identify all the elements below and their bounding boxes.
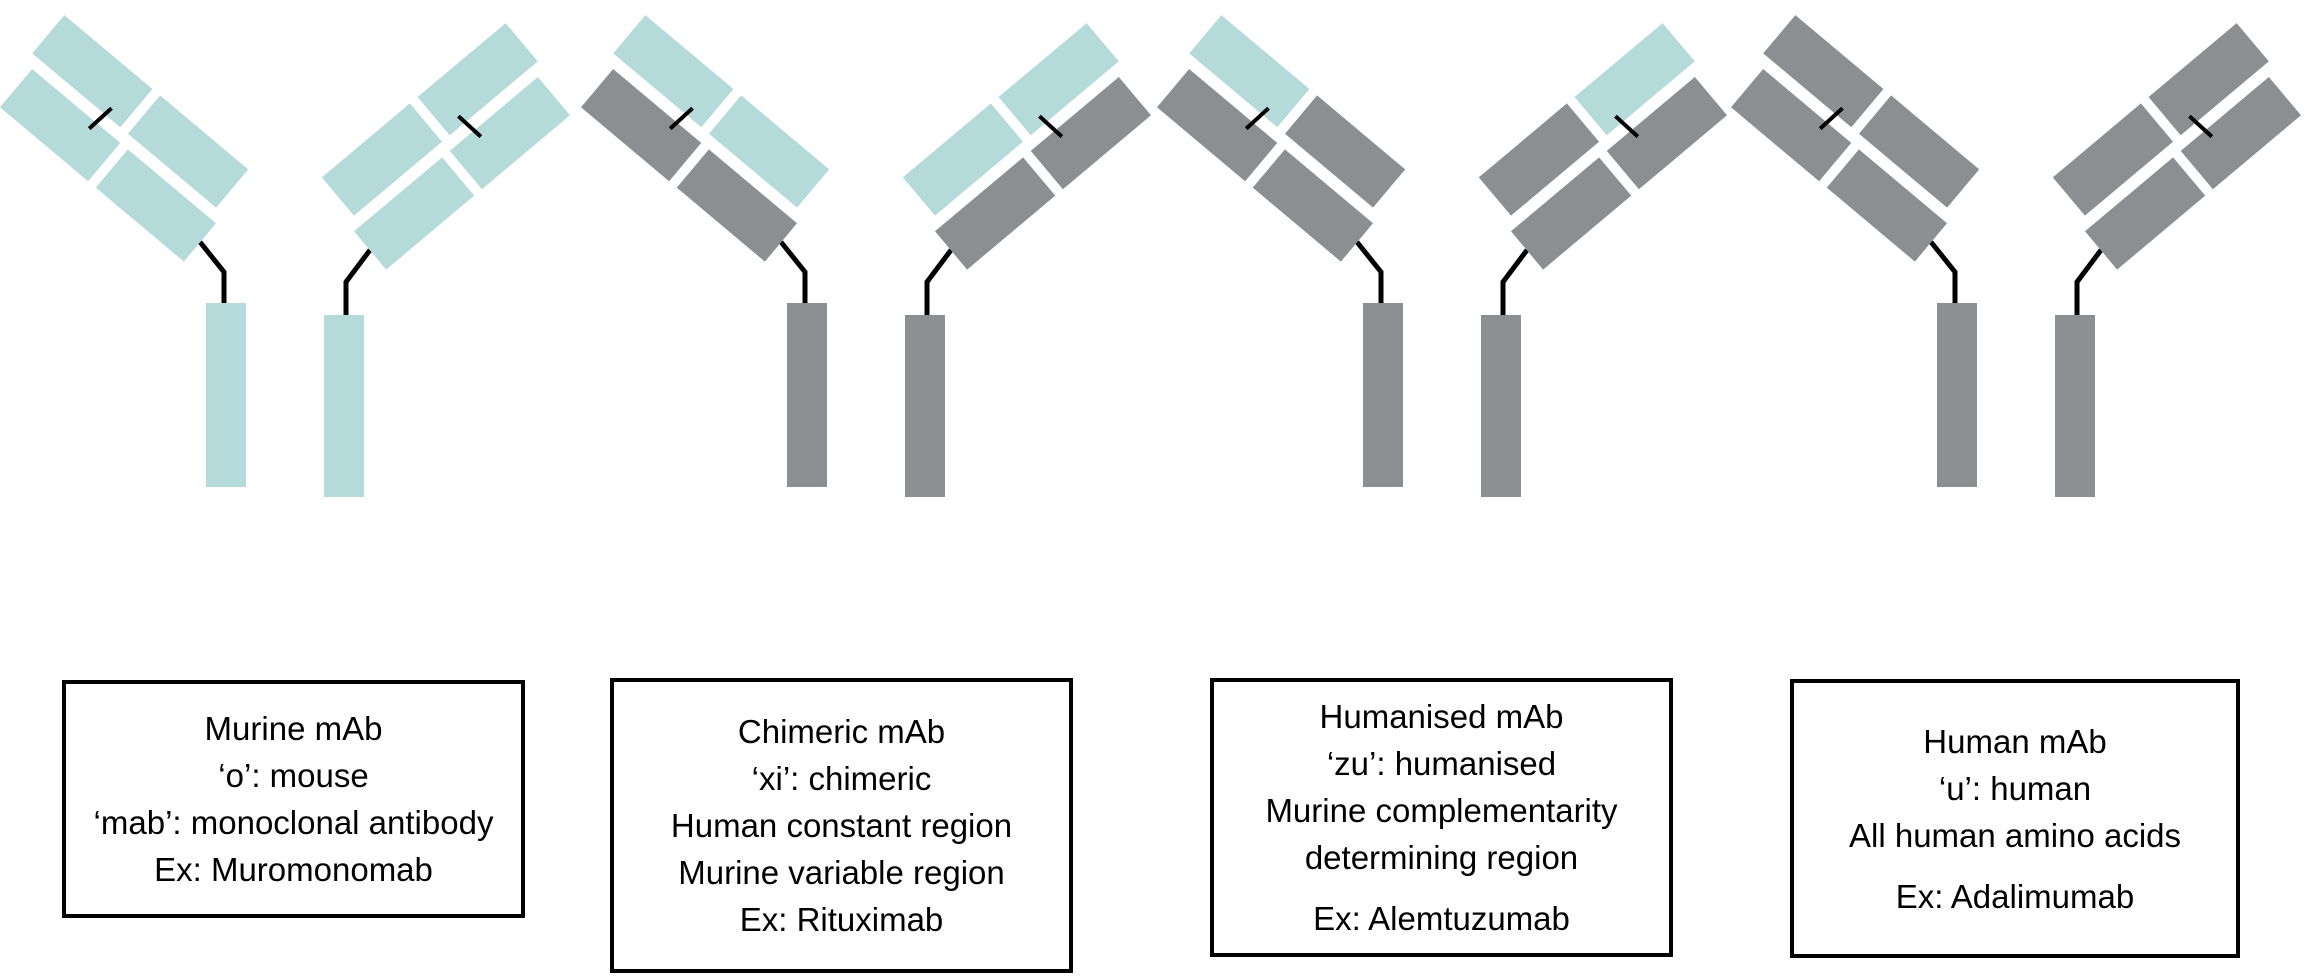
hinge-line [1355,240,1384,303]
light-chain-inner-segment [1858,95,1980,208]
box-line-description: All human amino acids [1849,816,2181,854]
heavy-chain-outer-segment [581,69,702,182]
box-line-description: Murine variable region [678,854,1005,891]
heavy-chain-inner-segment [95,149,217,262]
heavy-chain-outer-segment [0,69,121,182]
antibody-left-half [581,15,830,487]
light-chain-inner-segment [127,95,249,208]
disulfide-bond-line [1818,106,1844,131]
box-line-suffix: ‘xi’: chimeric [751,760,932,797]
antibody-right-half [1478,23,1727,497]
heavy-chain-stem [1363,303,1403,487]
heavy-chain-inner-segment [2084,157,2206,270]
heavy-chain-outer-segment [1157,69,1278,182]
disulfide-bond-line [1614,114,1640,139]
box-title: Human mAb [1923,722,2107,760]
antibody-right-half [2052,23,2301,497]
box-line-description: Murine complementarity determining regio… [1265,792,1618,876]
heavy-chain-inner-segment [353,157,475,270]
heavy-chain-stem [1937,303,1977,487]
box-line-description: Human constant region [670,807,1013,844]
disulfide-bond-line [1038,114,1064,139]
heavy-chain-stem [206,303,246,487]
heavy-chain-stem [2055,315,2095,497]
heavy-chain-inner-segment [676,149,798,262]
antibody-left-half [1731,15,1980,487]
box-line-example: Ex: Alemtuzumab [1313,900,1570,937]
light-chain-outer-segment [613,15,734,128]
antibody-figure-human [1731,15,2301,497]
light-chain-inner-segment [708,95,830,208]
hinge-line [779,240,808,303]
hinge-line [343,248,372,315]
heavy-chain-outer-segment [2180,77,2301,190]
heavy-chain-outer-segment [1731,69,1852,182]
heavy-chain-inner-segment [1826,149,1948,262]
light-chain-outer-segment [32,15,153,128]
box-title: Chimeric mAb [737,713,946,750]
label-box-chimeric: Chimeric mAb ‘xi’: chimeric Human consta… [610,678,1073,973]
antibody-figure-humanised [1157,15,1727,497]
light-chain-outer-segment [417,23,538,136]
light-chain-outer-segment [2148,23,2269,136]
light-chain-outer-segment [998,23,1119,136]
heavy-chain-outer-segment [1030,77,1151,190]
heavy-chain-outer-segment [449,77,570,190]
label-box-humanised: Humanised mAb ‘zu’: humanised Murine com… [1210,678,1673,957]
light-chain-inner-segment [1284,95,1406,208]
antibody-figure-murine [0,15,570,497]
heavy-chain-inner-segment [934,157,1056,270]
hinge-line [1929,240,1958,303]
disulfide-bond-line [668,106,694,131]
label-box-human: Human mAb ‘u’: human All human amino aci… [1790,679,2240,958]
disulfide-bond-line [87,106,113,131]
heavy-chain-stem [1481,315,1521,497]
light-chain-inner-segment [902,103,1024,216]
box-line-description: ‘mab’: monoclonal antibody [93,804,494,841]
hinge-line [924,248,953,315]
antibody-right-half [321,23,570,497]
heavy-chain-stem [787,303,827,487]
hinge-line [198,240,227,303]
label-box-murine: Murine mAb ‘o’: mouse ‘mab’: monoclonal … [62,680,525,918]
light-chain-outer-segment [1574,23,1695,136]
hinge-line [2074,248,2103,315]
box-title: Murine mAb [204,710,383,747]
box-line-example: Ex: Adalimumab [1895,877,2135,915]
antibody-left-half [1157,15,1406,487]
light-chain-outer-segment [1763,15,1884,128]
box-line-suffix: ‘o’: mouse [218,757,369,794]
box-line-example: Ex: Muromonomab [154,851,433,888]
disulfide-bond-line [2188,114,2214,139]
light-chain-inner-segment [2052,103,2174,216]
box-line-example: Ex: Rituximab [739,901,944,938]
box-line-suffix: ‘u’: human [1938,769,2092,807]
antibody-right-half [902,23,1151,497]
box-title: Humanised mAb [1319,698,1564,735]
hinge-line [1500,248,1529,315]
heavy-chain-stem [905,315,945,497]
heavy-chain-outer-segment [1606,77,1727,190]
antibody-left-half [0,15,249,487]
heavy-chain-stem [324,315,364,497]
disulfide-bond-line [1244,106,1270,131]
heavy-chain-inner-segment [1252,149,1374,262]
light-chain-inner-segment [321,103,443,216]
box-line-suffix: ‘zu’: humanised [1326,745,1557,782]
heavy-chain-inner-segment [1510,157,1632,270]
disulfide-bond-line [457,114,483,139]
antibody-figure-chimeric [581,15,1151,497]
light-chain-inner-segment [1478,103,1600,216]
light-chain-outer-segment [1189,15,1310,128]
